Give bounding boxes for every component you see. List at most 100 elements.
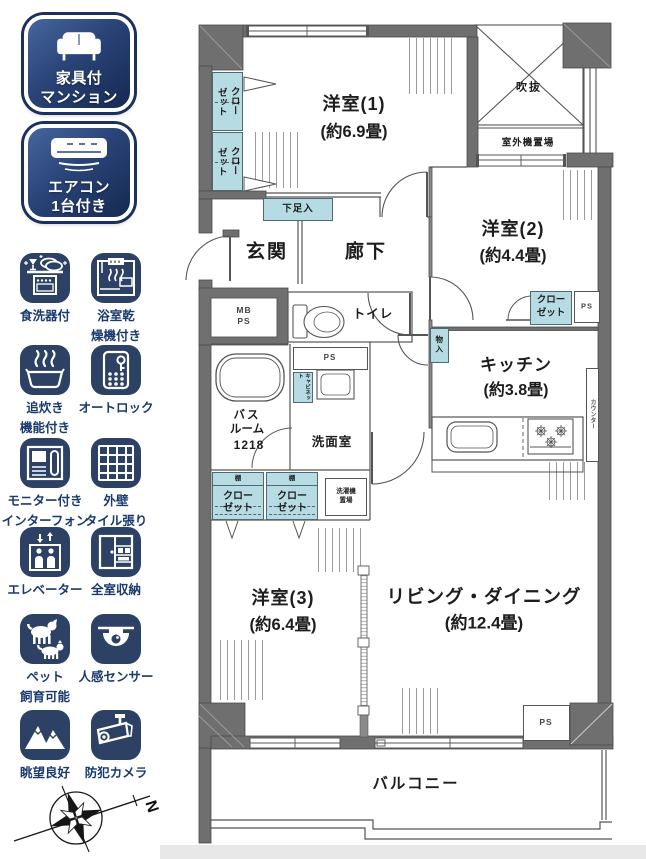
windows [246, 25, 566, 749]
toilet-fixture [292, 304, 345, 339]
sofa-icon [57, 32, 101, 61]
label-closet-a-line1: クロー [223, 491, 253, 502]
label-shelf-a: 棚 [234, 474, 242, 482]
badge-aircon-line1: エアコン [47, 179, 110, 196]
ps-box-washroom [293, 347, 368, 370]
closet-room2 [530, 291, 572, 325]
feature-tile-wall: 外壁 タイル張り [75, 437, 157, 529]
outer-walls [198, 22, 614, 844]
label-closet-room2-line2: ゼット [536, 307, 566, 319]
label-ps-living: PS [539, 716, 553, 727]
label-washer-line1: 洗濯機 [336, 487, 356, 495]
label-closet-b-line2: ゼット [277, 503, 307, 514]
monitor-intercom-icon [20, 438, 70, 488]
label-room1-name: 洋室(1) [322, 94, 386, 114]
feature-pets-allowed: ペット 飼育可能 [4, 613, 86, 705]
feature-label: 食洗器付 [19, 309, 70, 323]
feature-security-camera: 防犯カメラ [75, 709, 157, 786]
label-washroom: 洗面室 [311, 434, 353, 449]
storage-box [430, 328, 449, 363]
bathtub [215, 353, 285, 402]
pets-allowed-icon [20, 614, 70, 664]
label-living-size: (約12.4畳) [444, 613, 524, 633]
mb-ps-block [198, 287, 289, 346]
label-bath-line2: ルーム [229, 423, 265, 436]
security-camera-icon [91, 710, 141, 760]
all-room-storage-icon [91, 527, 141, 577]
stove-burners [535, 425, 567, 448]
label-counter: カウンター [589, 399, 595, 429]
label-closet1-line2: ゼット [215, 87, 227, 117]
label-hallway: 廊下 [344, 241, 388, 263]
closet-room1-lower [212, 132, 243, 191]
label-kitchen-size: (約3.8畳) [483, 382, 549, 399]
door-arcs [185, 171, 533, 485]
label-closet2-line1: クロー [228, 146, 240, 176]
label-living-name: リビング・ダイニング [386, 585, 582, 607]
label-bath-line1: バス [233, 409, 261, 422]
label-closet2-line2: ゼット [215, 147, 227, 177]
washer-space-box [325, 478, 367, 516]
label-shoe-cabinet: 下足入 [282, 203, 314, 215]
label-storage: 物入 [434, 335, 444, 355]
label-balcony: バルコニー [372, 775, 460, 793]
label-shelf-b: 棚 [288, 474, 296, 482]
motion-sensor-icon [91, 614, 141, 664]
feature-bathroom-dryer: 浴室乾 燥機付き [75, 252, 157, 344]
label-entrance: 玄関 [245, 241, 289, 263]
shoe-cabinet-box [263, 198, 333, 221]
air-conditioner-icon [51, 138, 107, 172]
autolock-icon [91, 345, 141, 395]
feature-monitor-intercom: モニター付き インターフォン [2, 437, 88, 529]
tile-wall-icon [91, 438, 141, 488]
label-ps-washroom: PS [323, 353, 337, 362]
label-cabinet: キャビネット [297, 373, 310, 401]
label-outdoor-unit: 室外機置場 [501, 137, 555, 149]
corner-block-br [569, 702, 614, 746]
elevator-icon [20, 527, 70, 577]
label-room3-name: 洋室(3) [251, 588, 315, 608]
label-mb: MB [236, 304, 252, 315]
sliding-partition [357, 565, 370, 738]
kitchen-counter [431, 416, 584, 473]
feature-motion-sensor: 人感センサー [75, 613, 157, 690]
label-closet-room2-line1: クロー [536, 294, 566, 306]
feature-all-room-storage: 全室収納 [75, 526, 157, 603]
feature-dishwasher: 食洗器付 [4, 252, 86, 329]
closet-washroom-b [266, 472, 318, 520]
page-bottom-strip [160, 845, 646, 859]
feature-elevator: エレベーター [4, 526, 86, 603]
badge-air-conditioner: エアコン 1台付き [24, 124, 134, 221]
label-closet-a-line2: ゼット [223, 503, 253, 514]
dishwasher-icon [20, 253, 70, 303]
feature-good-view: 眺望良好 [4, 709, 86, 786]
label-mb-ps: PS [237, 315, 251, 326]
label-washer-line2: 置場 [339, 496, 353, 504]
label-room1-size: (約6.9畳) [320, 122, 388, 141]
feature-bath-reheat: 追炊き 機能付き [4, 344, 86, 436]
label-closet1-line1: クロー [228, 86, 240, 116]
ps-box-living [523, 705, 570, 741]
badge-furnished-line2: マンション [40, 88, 118, 106]
balcony-railing [210, 750, 612, 840]
closet-door-marks [225, 76, 306, 540]
feature-autolock: オートロック [75, 344, 157, 421]
ps-box-room2 [574, 291, 600, 323]
label-bath-size: 1218 [233, 438, 265, 452]
label-room2-size: (約4.4畳) [479, 246, 547, 265]
label-room2-name: 洋室(2) [481, 219, 545, 239]
counter-strip [586, 368, 599, 462]
wall-hatching [216, 38, 593, 734]
badge-furnished-line1: 家具付 [55, 70, 103, 87]
closet-room1-upper [212, 72, 243, 131]
compass-rose: N [13, 785, 161, 853]
badge-furnished-mansion: 家具付 マンション [24, 15, 134, 112]
label-closet-b-line1: クロー [277, 491, 307, 502]
label-room3-size: (約6.4畳) [249, 615, 317, 634]
bathroom-dryer-icon [91, 253, 141, 303]
washbasin [316, 369, 355, 400]
compass-north-label: N [141, 799, 161, 815]
label-void: 吹抜 [516, 81, 542, 94]
